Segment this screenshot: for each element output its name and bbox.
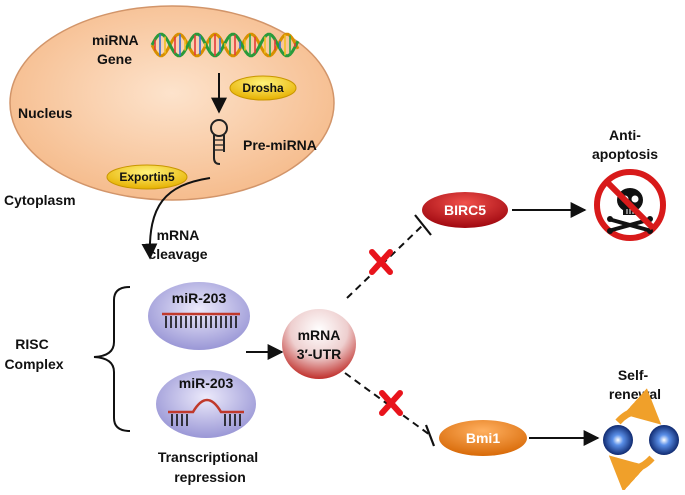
risc-label-line2: Complex — [4, 356, 63, 372]
repression-line1: Transcriptional — [158, 449, 258, 465]
no-death-icon — [594, 169, 666, 241]
nucleus-label: Nucleus — [18, 105, 73, 121]
self-renewal-cycle-icon — [603, 388, 679, 492]
mir203-top-label: miR-203 — [172, 290, 227, 306]
cytoplasm-label: Cytoplasm — [4, 192, 76, 208]
mirna-gene-line2: Gene — [97, 51, 132, 67]
birc5-node — [422, 192, 508, 228]
pre-mirna-label: Pre-miRNA — [243, 137, 317, 153]
anti-apoptosis-line1: Anti- — [609, 127, 641, 143]
export-arrow — [141, 177, 211, 260]
risc-label-line1: RISC — [15, 336, 48, 352]
mir203-repression-oval — [156, 370, 256, 438]
self-renewal-line2: renewal — [609, 386, 661, 402]
mir203-cleavage-oval — [148, 282, 250, 350]
anti-apoptosis-line2: apoptosis — [592, 146, 658, 162]
mirna-gene-line1: miRNA — [92, 32, 139, 48]
dna-helix-icon — [150, 32, 300, 58]
utr-line2: 3′-UTR — [297, 346, 342, 362]
bmi1-inhibition-bar — [424, 424, 436, 447]
utr-line1: mRNA — [298, 327, 341, 343]
drosha-pill — [229, 75, 297, 101]
pre-mirna-hairpin-icon — [210, 119, 228, 165]
repression-line2: repression — [174, 469, 246, 485]
mrna-pairing-bulge-icon — [168, 398, 244, 426]
birc5-inhibition-bar — [414, 214, 432, 236]
bmi1-node — [439, 420, 527, 456]
drosha-label: Drosha — [242, 81, 284, 95]
blocked-x-icon-bottom — [379, 390, 403, 416]
mrna-cleavage-line2: cleavage — [148, 246, 207, 262]
blocked-x-icon-top — [369, 249, 393, 275]
risc-brace — [93, 286, 131, 432]
exportin-pill — [106, 164, 188, 190]
birc5-label: BIRC5 — [444, 202, 486, 218]
bmi1-label: Bmi1 — [466, 430, 500, 446]
mrna-pairing-full-icon — [162, 312, 240, 328]
mir203-bottom-label: miR-203 — [179, 375, 234, 391]
mrna-cleavage-line1: mRNA — [157, 227, 200, 243]
self-renewal-line1: Self- — [618, 367, 649, 383]
mrna-utr-oval — [282, 309, 356, 379]
exportin-label: Exportin5 — [119, 170, 175, 184]
